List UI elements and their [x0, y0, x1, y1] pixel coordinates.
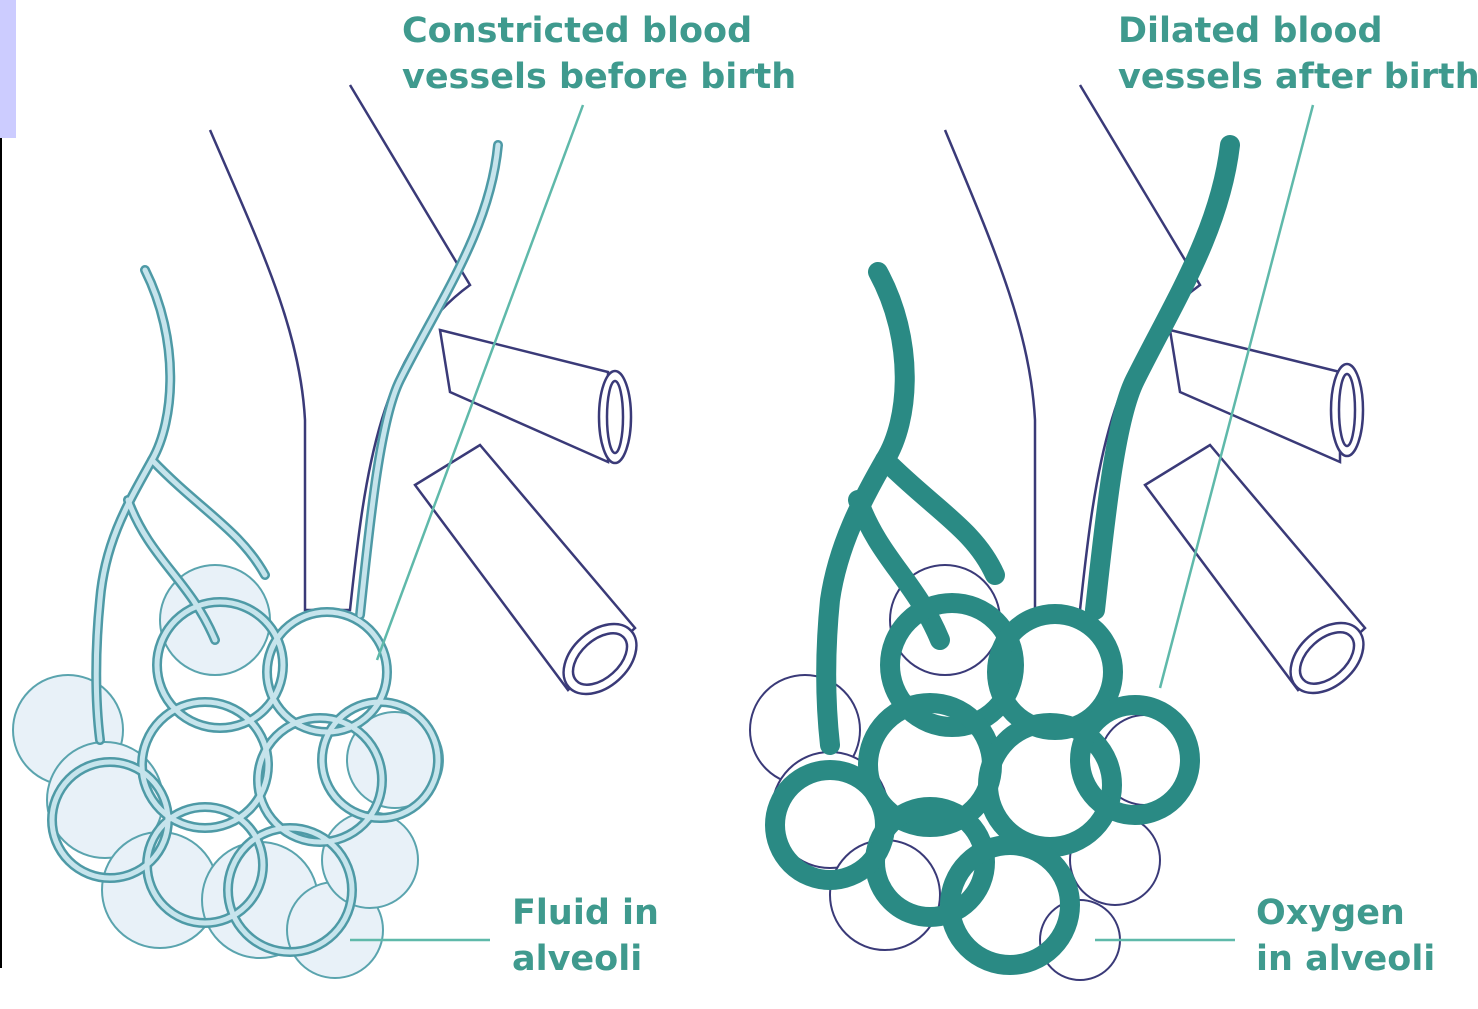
after-birth-panel — [750, 85, 1377, 980]
fluid-in-alveoli-label-line2: alveoli — [512, 936, 659, 982]
dilated-vessels-label-line1: Dilated blood — [1118, 8, 1478, 54]
bronchiole-right — [945, 85, 1377, 707]
oxygen-in-alveoli-label-line1: Oxygen — [1256, 890, 1435, 936]
before-birth-panel — [13, 85, 650, 978]
oxygen-in-alveoli-label-line2: in alveoli — [1256, 936, 1435, 982]
fluid-in-alveoli-label-line1: Fluid in — [512, 890, 659, 936]
oxygen-in-alveoli-label: Oxygen in alveoli — [1256, 890, 1435, 982]
dilated-vessels-label: Dilated blood vessels after birth — [1118, 8, 1478, 100]
constricted-vessels-label: Constricted blood vessels before birth — [402, 8, 796, 100]
fluid-in-alveoli-label: Fluid in alveoli — [512, 890, 659, 982]
constricted-vessels-label-line2: vessels before birth — [402, 54, 796, 100]
constricted-vessels-label-line1: Constricted blood — [402, 8, 796, 54]
dilated-vessels-label-line2: vessels after birth — [1118, 54, 1478, 100]
bronchiole-left — [210, 85, 650, 708]
